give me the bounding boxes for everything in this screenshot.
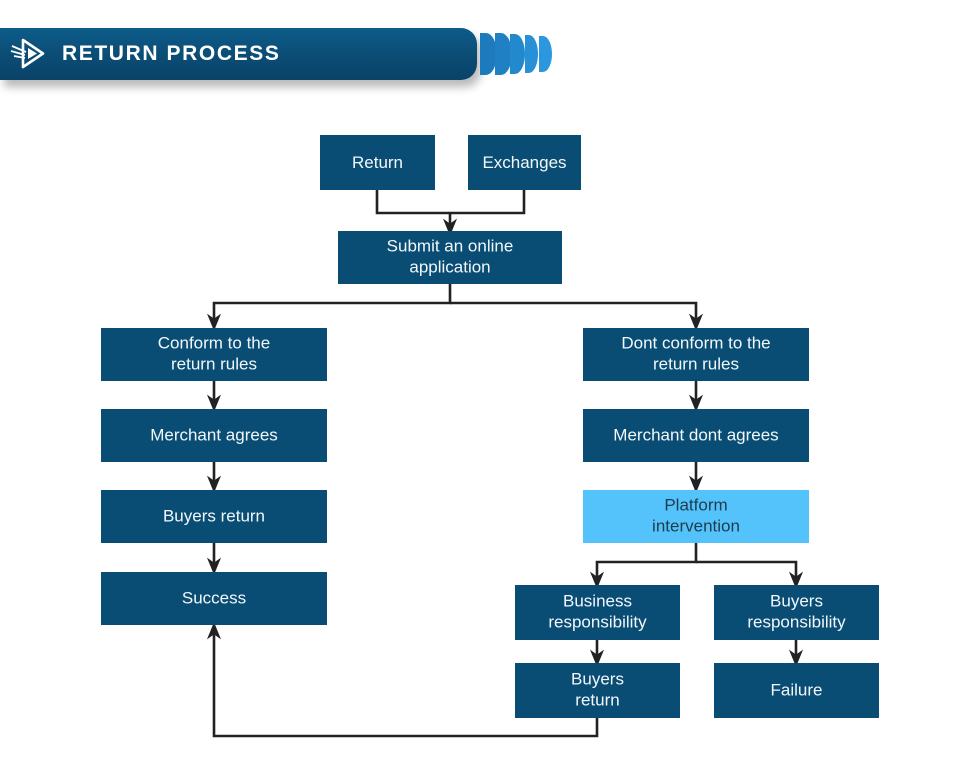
node-conform-label-line2: return rules [171, 354, 257, 373]
edge-feedback-loop-to-success [206, 622, 599, 738]
node-dont-conform-label-line1: Dont conform to the [621, 333, 770, 352]
node-buyers-return-right[interactable]: Buyers return [515, 663, 680, 718]
node-return-box[interactable] [320, 135, 435, 190]
node-exchanges[interactable]: Exchanges [468, 135, 581, 190]
node-platform-intervention-box[interactable] [583, 490, 809, 543]
node-platform-label-line1: Platform [664, 495, 727, 514]
node-platform-label-line2: intervention [652, 516, 740, 535]
stripe-4 [525, 35, 538, 73]
node-dont-conform-box[interactable] [583, 328, 809, 381]
edge-platform-to-business-resp [589, 543, 698, 589]
node-platform-intervention[interactable]: Platform intervention [583, 490, 809, 543]
node-conform[interactable]: Conform to the return rules [101, 328, 327, 381]
node-conform-label-line1: Conform to the [158, 333, 270, 352]
node-return[interactable]: Return [320, 135, 435, 190]
edge-return-exchanges-merge [375, 190, 526, 215]
node-dont-conform[interactable]: Dont conform to the return rules [583, 328, 809, 381]
stripe-1 [480, 33, 497, 75]
header-bar-background [0, 28, 477, 80]
node-exchanges-box[interactable] [468, 135, 581, 190]
edge-platform-to-buyers-resp [696, 560, 804, 589]
node-buyers-return-left[interactable]: Buyers return [101, 490, 327, 543]
node-failure[interactable]: Failure [714, 663, 879, 718]
node-buyers-responsibility-box[interactable] [714, 585, 879, 640]
decorative-stripes [480, 33, 552, 75]
node-business-resp-label-line2: responsibility [548, 612, 647, 631]
node-business-responsibility[interactable]: Business responsibility [515, 585, 680, 640]
node-conform-box[interactable] [101, 328, 327, 381]
node-merchant-dont-agrees-label: Merchant dont agrees [613, 425, 778, 444]
node-success[interactable]: Success [101, 572, 327, 625]
node-buyers-return-right-label-line1: Buyers [571, 669, 624, 688]
node-business-responsibility-box[interactable] [515, 585, 680, 640]
stripe-2 [495, 33, 512, 75]
node-buyers-return-right-box[interactable] [515, 663, 680, 718]
stripe-3 [510, 34, 525, 74]
edge-submit-to-conform [206, 284, 452, 331]
node-submit-label-line1: Submit an online [387, 236, 514, 255]
node-buyers-responsibility[interactable]: Buyers responsibility [714, 585, 879, 640]
node-buyers-resp-label-line2: responsibility [747, 612, 846, 631]
node-buyers-return-left-box[interactable] [101, 490, 327, 543]
node-success-box[interactable] [101, 572, 327, 625]
node-buyers-return-right-label-line2: return [575, 690, 619, 709]
node-submit[interactable]: Submit an online application [338, 231, 562, 284]
play-triangle-motion-icon [10, 38, 45, 69]
connector-layer [206, 190, 804, 738]
node-buyers-return-left-label: Buyers return [163, 506, 265, 525]
node-failure-label: Failure [771, 680, 823, 699]
header-banner: RETURN PROCESS [0, 28, 552, 80]
stripe-5 [539, 36, 552, 72]
node-dont-conform-label-line2: return rules [653, 354, 739, 373]
node-failure-box[interactable] [714, 663, 879, 718]
edge-submit-to-dont-conform [450, 301, 704, 331]
node-merchant-agrees-box[interactable] [101, 409, 327, 462]
page-title: RETURN PROCESS [62, 42, 281, 65]
node-return-label: Return [352, 153, 403, 172]
node-success-label: Success [182, 588, 246, 607]
node-buyers-resp-label-line1: Buyers [770, 591, 823, 610]
node-business-resp-label-line1: Business [563, 591, 632, 610]
node-merchant-dont-agrees[interactable]: Merchant dont agrees [583, 409, 809, 462]
node-exchanges-label: Exchanges [482, 153, 566, 172]
node-merchant-dont-agrees-box[interactable] [583, 409, 809, 462]
node-submit-label-line2: application [409, 257, 490, 276]
node-merchant-agrees-label: Merchant agrees [150, 425, 278, 444]
node-merchant-agrees[interactable]: Merchant agrees [101, 409, 327, 462]
node-submit-box[interactable] [338, 231, 562, 284]
